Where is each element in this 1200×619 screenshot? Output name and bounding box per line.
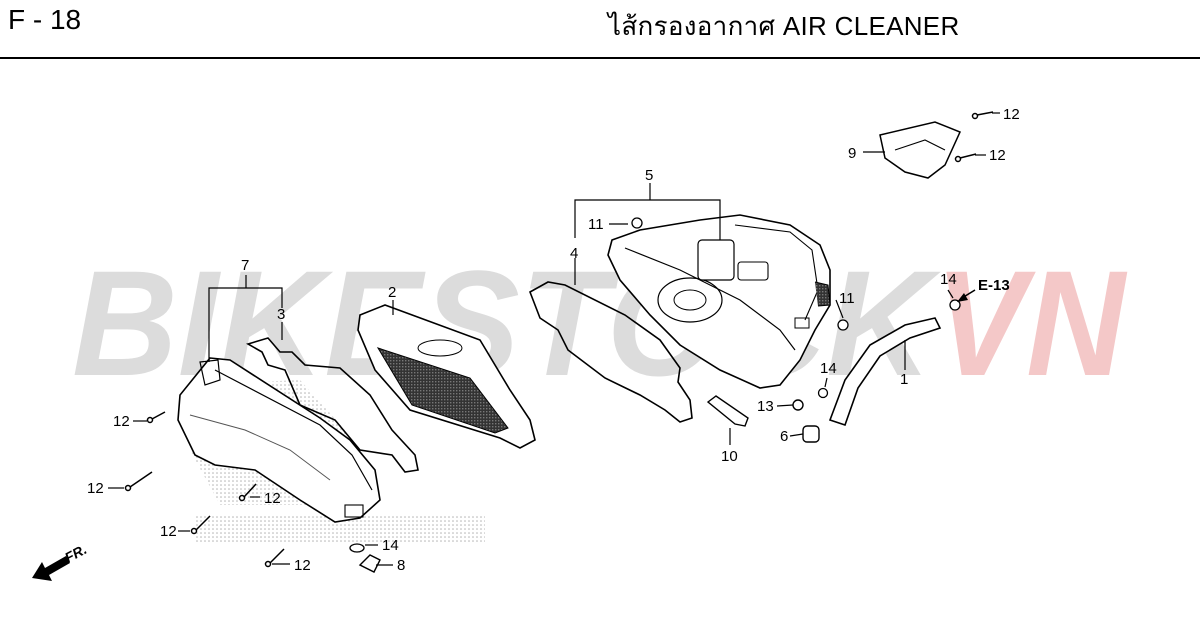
page-code: F - 18 [8,4,82,35]
part-5-housing [607,214,831,389]
callout-5: 5 [645,167,653,184]
callout-14b: 14 [940,271,957,288]
callout-12c: 12 [264,490,281,507]
part-2-filter [357,304,536,449]
callout-2: 2 [388,284,396,301]
callout-labels: 1 2 3 4 5 6 7 8 9 10 11 11 12 12 12 12 1… [87,106,1020,574]
part-7-cover [177,357,381,523]
clip-14b-mark [949,299,961,311]
bolt-11a-mark [631,217,643,229]
callout-4: 4 [570,245,578,262]
callout-11a: 11 [588,216,604,233]
callout-13: 13 [757,398,774,415]
part-4-gasket [529,281,693,423]
callout-6: 6 [780,428,788,445]
leader-lines [108,112,1000,566]
callout-12d: 12 [160,523,177,540]
watermark-text-right: VN [935,239,1127,407]
part-10-bracket [706,395,749,427]
screw-marks [124,111,994,568]
callout-7: 7 [241,257,249,274]
bolt-11b-mark [837,319,849,331]
reference-label[interactable]: E-13 [978,277,1010,294]
callout-10: 10 [721,448,738,465]
callout-3: 3 [277,306,285,323]
clip-14c-mark [349,543,365,553]
page-header: F - 18 ไส้กรองอากาศ AIR CLEANER [0,0,1200,59]
front-arrow-icon [32,556,70,581]
clip-14a-mark [817,387,829,399]
part-13-clamp [792,399,804,411]
header-divider [0,57,1200,59]
callout-12b: 12 [87,480,104,497]
part-3-seal [245,337,419,473]
callout-11b: 11 [839,290,855,307]
callout-14c: 14 [382,537,399,554]
part-1-tube [828,317,942,427]
reference-arrow [957,289,976,302]
callout-12e: 12 [294,557,311,574]
part-8-drain-cap [358,554,381,573]
callout-12a: 12 [113,413,130,430]
front-direction-indicator: FR. [32,541,89,581]
page-title: ไส้กรองอากาศ AIR CLEANER [608,11,960,41]
callout-1: 1 [900,371,908,388]
callout-14a: 14 [820,360,837,377]
callout-12g: 12 [989,147,1006,164]
callout-8: 8 [397,557,405,574]
part-6-plug [802,425,820,443]
callout-9: 9 [848,145,856,162]
callout-12f: 12 [1003,106,1020,123]
part-9-duct [879,121,962,179]
